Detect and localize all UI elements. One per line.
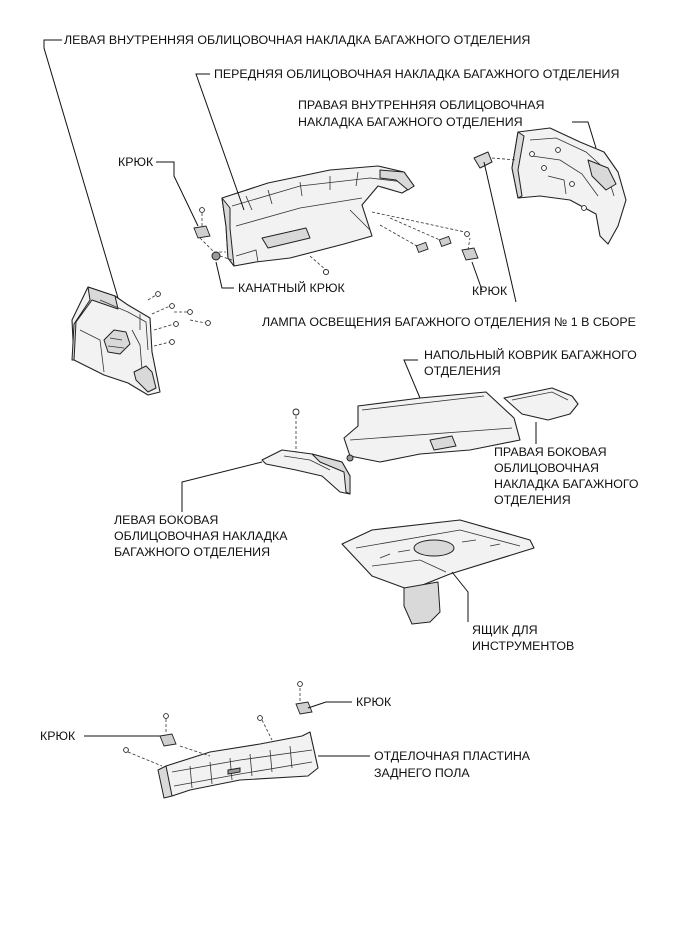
- label-left-side-trim-line1: ЛЕВАЯ БОКОВАЯ: [114, 513, 218, 527]
- tool-box-part: [341, 519, 535, 625]
- label-tool-box-line1: ЯЩИК ДЛЯ: [472, 623, 538, 637]
- right-inner-trim-part: [473, 127, 627, 245]
- floor-mat-part: [343, 391, 521, 463]
- label-right-side-trim-line1: ПРАВАЯ БОКОВАЯ: [494, 445, 607, 459]
- rope-hook-part: [211, 251, 233, 261]
- label-hook-3: КРЮК: [356, 695, 392, 709]
- label-hook-4: КРЮК: [40, 729, 76, 743]
- label-left-inner-trim: ЛЕВАЯ ВНУТРЕННЯЯ ОБЛИЦОВОЧНАЯ НАКЛАДКА Б…: [64, 33, 530, 47]
- label-tool-box-line2: ИНСТРУМЕНТОВ: [472, 639, 574, 653]
- label-left-side-trim-line2: ОБЛИЦОВОЧНАЯ НАКЛАДКА: [114, 529, 288, 543]
- labels: ЛЕВАЯ ВНУТРЕННЯЯ ОБЛИЦОВОЧНАЯ НАКЛАДКА Б…: [40, 33, 639, 780]
- label-rear-floor-plate-line1: ОТДЕЛОЧНАЯ ПЛАСТИНА: [374, 749, 531, 763]
- hook-left-top-part: [193, 207, 226, 253]
- front-trim-part: [221, 165, 470, 276]
- right-side-trim-part: [503, 387, 579, 421]
- label-front-trim: ПЕРЕДНЯЯ ОБЛИЦОВОЧНАЯ НАКЛАДКА БАГАЖНОГО…: [214, 67, 619, 81]
- label-hook-2: КРЮК: [472, 284, 508, 298]
- label-right-inner-trim-line1: ПРАВАЯ ВНУТРЕННЯЯ ОБЛИЦОВОЧНАЯ: [298, 98, 545, 112]
- hook-right-top-part: [461, 237, 479, 261]
- rear-floor-plate-part: [123, 681, 319, 799]
- label-hook-1: КРЮК: [118, 155, 154, 169]
- leader-lines: [43, 39, 597, 757]
- label-left-side-trim-line3: БАГАЖНОГО ОТДЕЛЕНИЯ: [114, 545, 270, 559]
- label-rope-hook: КАНАТНЫЙ КРЮК: [238, 280, 346, 295]
- left-side-trim-part: [261, 408, 354, 495]
- label-right-side-trim-line3: НАКЛАДКА БАГАЖНОГО: [494, 477, 639, 491]
- label-right-side-trim-line4: ОТДЕЛЕНИЯ: [494, 493, 571, 507]
- label-right-inner-trim-line2: НАКЛАДКА БАГАЖНОГО ОТДЕЛЕНИЯ: [298, 115, 523, 129]
- label-rear-floor-plate-line2: ЗАДНЕГО ПОЛА: [374, 766, 470, 780]
- label-lamp: ЛАМПА ОСВЕЩЕНИЯ БАГАЖНОГО ОТДЕЛЕНИЯ № 1 …: [262, 315, 636, 329]
- label-floor-mat-line2: ОТДЕЛЕНИЯ: [424, 364, 501, 378]
- label-right-side-trim-line2: ОБЛИЦОВОЧНАЯ: [494, 461, 599, 475]
- left-inner-trim-part: [71, 286, 211, 396]
- label-floor-mat-line1: НАПОЛЬНЫЙ КОВРИК БАГАЖНОГО: [424, 347, 637, 362]
